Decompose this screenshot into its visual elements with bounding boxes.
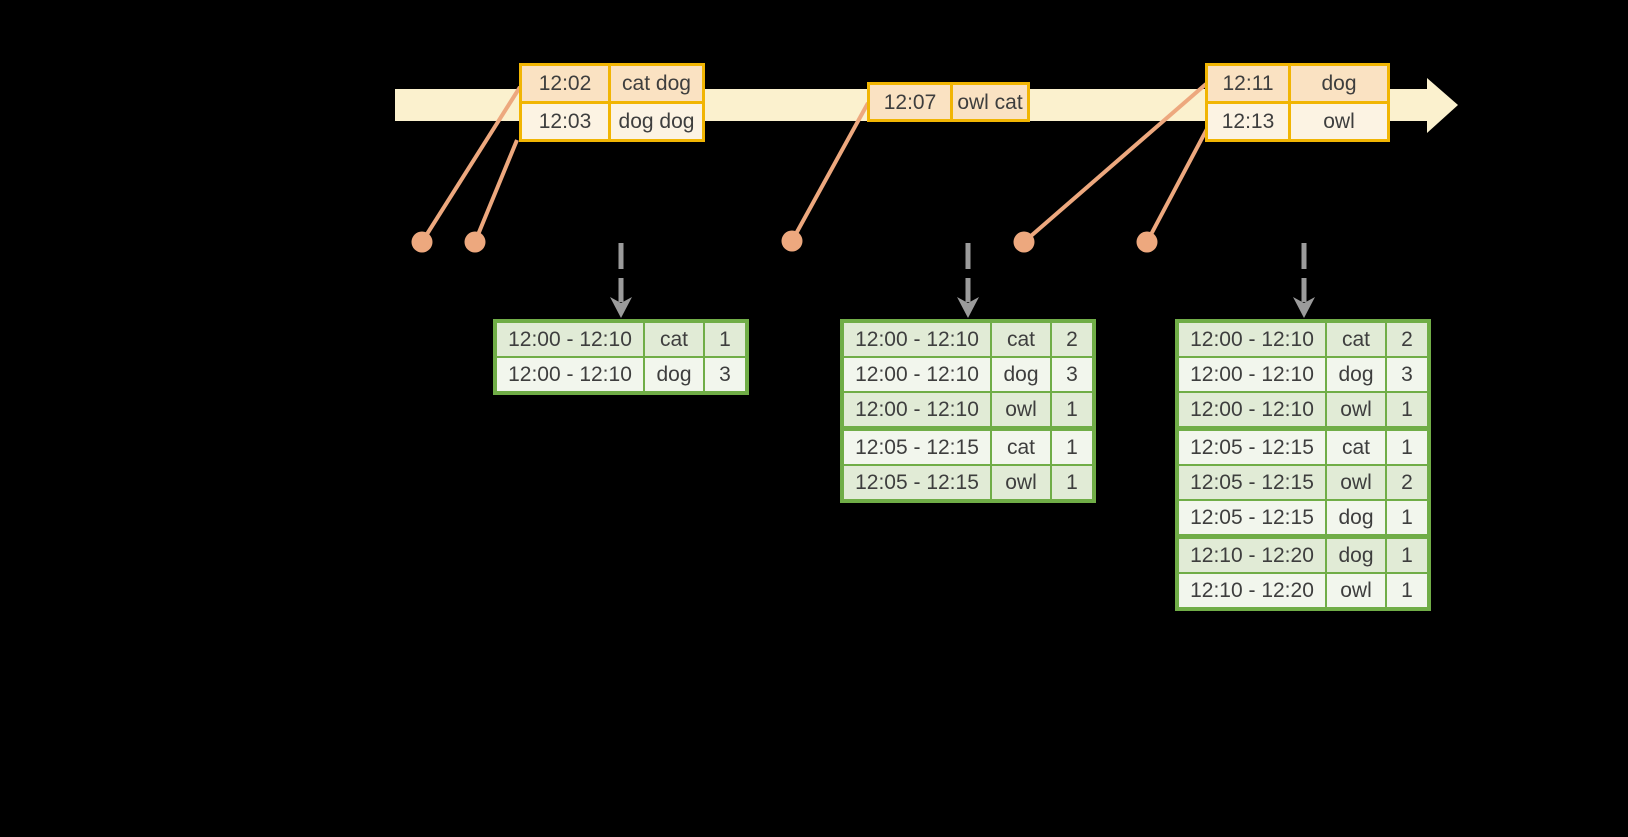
down-arrowhead-icon [1293,297,1315,318]
word-cell: dog [1327,501,1385,534]
window-cell: 12:05 - 12:15 [1179,501,1325,534]
word-cell: cat [645,323,703,356]
window-cell: 12:05 - 12:15 [1179,431,1325,464]
count-cell: 1 [1052,466,1092,499]
event-words-cell: owl cat [953,85,1027,119]
window-cell: 12:00 - 12:10 [497,323,643,356]
event-time-cell: 12:03 [522,104,608,139]
result-table-1: 12:00 - 12:10 cat 1 12:00 - 12:10 dog 3 [493,319,749,395]
connector-line [473,139,519,243]
word-cell: owl [1327,466,1385,499]
word-cell: owl [1327,574,1385,607]
connector-line [420,85,522,244]
event-time-cell: 12:02 [522,66,608,101]
word-cell: dog [1327,358,1385,391]
down-arrowhead-icon [957,297,979,318]
event-table-2: 12:07 owl cat [867,82,1030,122]
count-cell: 1 [1052,431,1092,464]
event-dot [1136,231,1158,253]
word-cell: cat [992,323,1050,356]
window-cell: 12:05 - 12:15 [1179,466,1325,499]
word-cell: owl [1327,393,1385,426]
event-dot [411,231,433,253]
count-cell: 3 [1387,358,1427,391]
event-time-cell: 12:07 [870,85,950,119]
window-group: 12:05 - 12:15 cat 1 12:05 - 12:15 owl 1 [844,431,1092,499]
count-cell: 1 [1387,574,1427,607]
word-cell: dog [645,358,703,391]
window-cell: 12:00 - 12:10 [497,358,643,391]
word-cell: cat [992,431,1050,464]
connector-line [790,102,870,242]
count-cell: 1 [1387,539,1427,572]
trigger-arrowheads [610,297,1315,318]
window-cell: 12:05 - 12:15 [844,466,990,499]
window-group: 12:05 - 12:15 cat 1 12:05 - 12:15 owl 2 … [1179,431,1427,534]
event-dot [1013,231,1035,253]
word-cell: cat [1327,431,1385,464]
window-group: 12:00 - 12:10 cat 2 12:00 - 12:10 dog 3 … [844,323,1092,426]
result-table-2: 12:00 - 12:10 cat 2 12:00 - 12:10 dog 3 … [840,319,1096,503]
word-cell: dog [992,358,1050,391]
count-cell: 1 [1052,393,1092,426]
window-cell: 12:00 - 12:10 [1179,393,1325,426]
word-cell: cat [1327,323,1385,356]
connector-line [1145,126,1210,243]
event-words-cell: cat dog [611,66,702,101]
window-cell: 12:10 - 12:20 [1179,574,1325,607]
event-table-1: 12:02 cat dog 12:03 dog dog [519,63,705,142]
event-time-connectors [420,82,1210,244]
event-dot [781,230,803,252]
event-table-3: 12:11 dog 12:13 owl [1205,63,1390,142]
window-cell: 12:00 - 12:10 [844,323,990,356]
window-group: 12:10 - 12:20 dog 1 12:10 - 12:20 owl 1 [1179,539,1427,607]
count-cell: 1 [705,323,745,356]
count-cell: 3 [705,358,745,391]
down-arrowhead-icon [610,297,632,318]
window-cell: 12:00 - 12:10 [844,393,990,426]
result-table-3: 12:00 - 12:10 cat 2 12:00 - 12:10 dog 3 … [1175,319,1431,611]
window-group: 12:00 - 12:10 cat 2 12:00 - 12:10 dog 3 … [1179,323,1427,426]
count-cell: 2 [1387,323,1427,356]
event-dot [464,231,486,253]
event-words-cell: dog [1291,66,1387,101]
count-cell: 1 [1387,431,1427,464]
count-cell: 3 [1052,358,1092,391]
window-cell: 12:10 - 12:20 [1179,539,1325,572]
word-cell: owl [992,393,1050,426]
window-group: 12:00 - 12:10 cat 1 12:00 - 12:10 dog 3 [497,323,745,391]
event-time-cell: 12:11 [1208,66,1288,101]
event-words-cell: owl [1291,104,1387,139]
window-cell: 12:00 - 12:10 [844,358,990,391]
event-time-cell: 12:13 [1208,104,1288,139]
connector-line [1022,82,1208,244]
timeline-arrowhead-icon [1427,78,1458,133]
trigger-arrows [618,243,1307,302]
event-time-dots [411,230,1158,253]
count-cell: 2 [1387,466,1427,499]
window-cell: 12:00 - 12:10 [1179,358,1325,391]
window-cell: 12:00 - 12:10 [1179,323,1325,356]
word-cell: owl [992,466,1050,499]
count-cell: 1 [1387,501,1427,534]
window-cell: 12:05 - 12:15 [844,431,990,464]
count-cell: 1 [1387,393,1427,426]
count-cell: 2 [1052,323,1092,356]
word-cell: dog [1327,539,1385,572]
event-words-cell: dog dog [611,104,702,139]
